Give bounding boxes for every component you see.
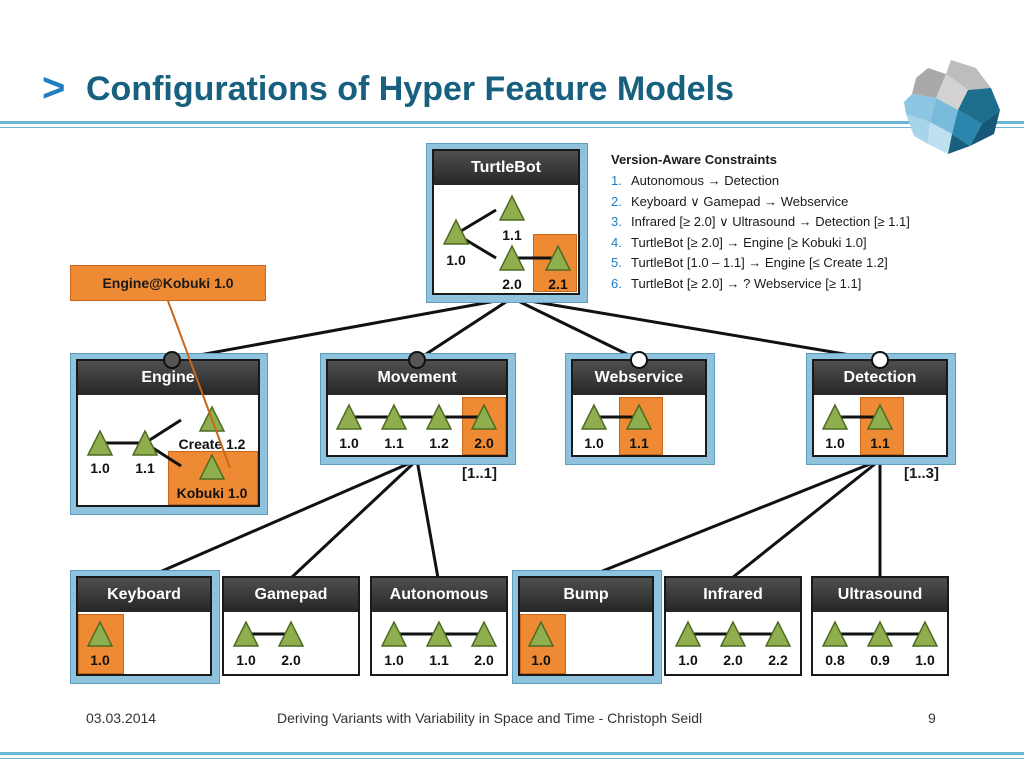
version-label: 1.0 [678,652,698,668]
version-label: 2.2 [768,652,788,668]
version-label: 0.9 [870,652,890,668]
movement-multiplicity: [1..1] [462,465,498,482]
constraint-item: 4.TurtleBot [≥ 2.0] → Engine [≥ Kobuki 1… [611,234,867,250]
footer-date: 03.03.2014 [86,710,157,726]
version-label: Kobuki 1.0 [176,485,248,501]
edge-turtlebot-detection [511,296,881,362]
feature-turtlebot[interactable]: TurtleBot [432,149,580,295]
constraint-item: 6.TurtleBot [≥ 2.0] → ? Webservice [≥ 1.… [611,275,862,291]
feature-name: Engine [78,361,258,395]
feature-name: Movement [328,361,506,395]
version-label: 1.1 [135,460,155,476]
constraint-item: 5.TurtleBot [1.0 – 1.1] → Engine [≤ Crea… [611,255,888,271]
institution-logo [904,60,1000,154]
version-label: 1.1 [629,435,649,451]
version-label: 2.0 [502,276,522,292]
version-label: Create 1.2 [178,436,246,452]
version-label: 1.0 [584,435,604,451]
footer-divider [0,752,1024,755]
feature-name: Ultrasound [813,578,947,612]
version-label: 1.0 [531,652,551,668]
version-label: 2.1 [548,276,568,292]
footer-divider-thin [0,758,1024,759]
feature-name: Infrared [666,578,800,612]
version-label: 1.0 [339,435,359,451]
edge-movement-autonomous [415,459,440,579]
feature-name: Bump [520,578,652,612]
constraint-item: 1.Autonomous → Detection [611,173,780,188]
version-label: 1.0 [236,652,256,668]
engine-callout: Engine@Kobuki 1.0 [70,265,266,301]
version-label: 1.2 [429,435,449,451]
feature-name: Gamepad [224,578,358,612]
version-label: 1.0 [825,435,845,451]
version-label: 1.1 [429,652,449,668]
version-label: 2.0 [474,652,494,668]
edge-movement-gamepad [289,458,419,580]
footer-title: Deriving Variants with Variability in Sp… [277,710,703,726]
feature-name: Webservice [573,361,705,395]
feature-name: Autonomous [372,578,506,612]
edge-detection-bump [584,458,881,580]
version-aware-constraints: Version-Aware Constraints 1.Autonomous →… [611,152,910,295]
feature-name: Detection [814,361,946,395]
version-label: 1.0 [384,652,404,668]
version-label: 2.0 [723,652,743,668]
version-label: 1.0 [90,652,110,668]
constraint-item: 3.Infrared [≥ 2.0] ∨ Ultrasound → Detect… [611,214,910,230]
page-title: Configurations of Hyper Feature Models [86,70,734,108]
version-label: 1.0 [90,460,110,476]
version-label: 1.1 [502,227,522,243]
page-number: 9 [928,710,936,726]
constraint-item: 2.Keyboard ∨ Gamepad → Webservice [611,193,849,209]
edge-detection-infrared [731,458,881,580]
title-divider [0,121,1024,124]
version-label: 2.0 [281,652,301,668]
feature-name: Keyboard [78,578,210,612]
title-chevron: > [42,66,66,110]
version-label: 1.1 [870,435,890,451]
title-divider-thin [0,127,1024,128]
feature-name: TurtleBot [434,151,578,185]
version-label: 1.0 [446,252,466,268]
edge-turtlebot-movement [416,296,513,362]
detection-multiplicity: [1..3] [904,465,940,482]
version-label: 2.0 [474,435,494,451]
version-label: 1.0 [915,652,935,668]
constraints-heading: Version-Aware Constraints [611,152,777,167]
edge-turtlebot-engine [171,296,513,362]
version-label: 1.1 [384,435,404,451]
edge-movement-keyboard [145,458,418,580]
edge-turtlebot-webservice [511,296,640,362]
version-label: 0.8 [825,652,845,668]
